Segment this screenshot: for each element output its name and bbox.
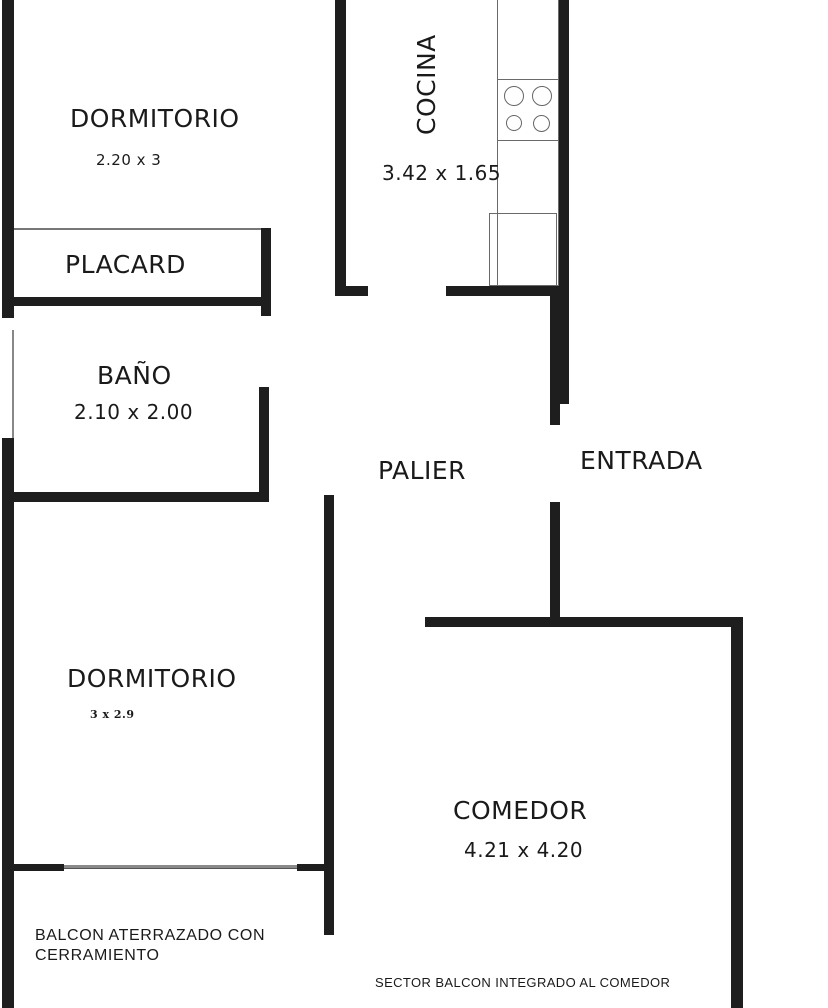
entrada-divider-wall xyxy=(550,502,560,622)
placard-top-line xyxy=(14,228,261,230)
placard-bottom-wall xyxy=(2,297,271,306)
bano-right-wall xyxy=(259,387,269,502)
note-sector-balcon: SECTOR BALCON INTEGRADO AL COMEDOR xyxy=(375,975,671,990)
room-dimensions-comedor: 4.21 x 4.20 xyxy=(464,838,584,862)
note-balcon-line2: CERRAMIENTO xyxy=(35,947,160,964)
room-label-palier: PALIER xyxy=(378,456,467,485)
room-dimensions-bano: 2.10 x 2.00 xyxy=(74,400,194,424)
bano-bottom-wall xyxy=(2,492,269,502)
entrada-upper-wall xyxy=(550,286,569,404)
balcon-wall-right xyxy=(297,864,334,871)
palier-left-wall xyxy=(324,495,334,935)
burner-icon xyxy=(504,86,524,106)
burner-icon xyxy=(532,86,552,106)
room-label-bano: BAÑO xyxy=(97,361,172,390)
comedor-top-wall xyxy=(425,617,743,627)
wall-left-bano-lower xyxy=(2,438,14,500)
counter-icon xyxy=(489,213,557,286)
comedor-right-wall xyxy=(731,617,743,1008)
bano-window xyxy=(12,330,14,438)
placard-right-wall xyxy=(261,228,271,316)
room-label-placard: PLACARD xyxy=(65,250,186,279)
burner-icon xyxy=(506,115,522,131)
wall-left-upper xyxy=(2,0,14,318)
balcon-window xyxy=(64,865,298,869)
entrada-upper-wall-tip xyxy=(550,400,560,425)
burner-icon xyxy=(533,115,550,132)
room-dimensions-dormitorio-2: 3 x 2.9 xyxy=(90,708,135,721)
cocina-left-wall xyxy=(335,0,346,296)
cocina-right-wall xyxy=(558,0,569,296)
room-label-dormitorio-1: DORMITORIO xyxy=(70,104,240,133)
room-dimensions-dormitorio-1: 2.20 x 3 xyxy=(96,151,162,169)
room-label-comedor: COMEDOR xyxy=(453,796,588,825)
wall-left-lower xyxy=(2,500,14,1008)
balcon-wall-left xyxy=(6,864,64,871)
room-label-entrada: ENTRADA xyxy=(580,446,703,475)
cocina-left-stub xyxy=(335,286,368,296)
note-balcon-line1: BALCON ATERRAZADO CON xyxy=(35,927,266,944)
room-dimensions-cocina: 3.42 x 1.65 xyxy=(382,161,502,185)
room-label-dormitorio-2: DORMITORIO xyxy=(67,664,237,693)
room-label-cocina: COCINA xyxy=(412,34,441,135)
cocina-bottom-wall xyxy=(446,286,561,296)
cooktop-icon xyxy=(497,79,559,141)
